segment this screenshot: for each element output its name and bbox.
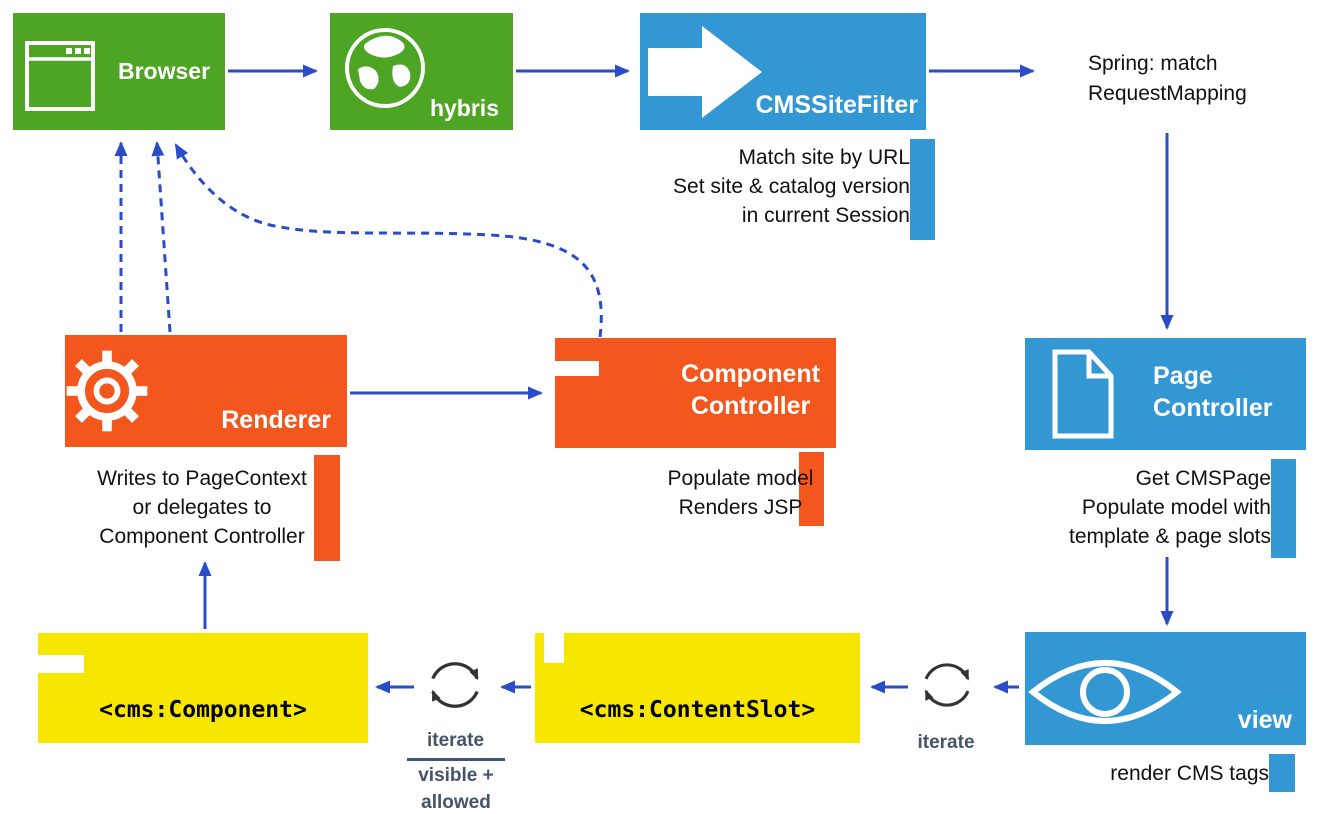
- page-controller-node: Page Controller: [1025, 338, 1306, 450]
- view-note: render CMS tags: [1110, 762, 1269, 785]
- component-controller-notch: [555, 361, 599, 376]
- browser-window-icon: [17, 21, 105, 121]
- iterate-right-label: iterate: [917, 732, 975, 753]
- cms-site-filter-label: CMSSiteFilter: [755, 91, 918, 119]
- site-filter-accent-bar: [910, 139, 935, 240]
- renderer-label: Renderer: [221, 406, 331, 434]
- gear-icon: [59, 343, 155, 439]
- component-controller-label: Component Controller: [681, 360, 820, 420]
- globe-icon: [338, 21, 434, 117]
- renderer-node: Renderer: [65, 335, 347, 447]
- view-accent-bar: [1269, 754, 1295, 792]
- eye-icon: [1027, 642, 1187, 742]
- page-controller-label: Page Controller: [1153, 362, 1273, 422]
- component-controller-note: Populate model Renders JSP: [667, 467, 814, 519]
- iterate-condition-1: visible +: [418, 765, 494, 786]
- view-node: view: [1025, 632, 1306, 745]
- iterate-left-label: iterate: [426, 730, 485, 751]
- spring-note: Spring: match RequestMapping: [1088, 52, 1247, 105]
- view-label: view: [1237, 706, 1292, 734]
- forward-arrow-icon: [648, 22, 768, 122]
- cms-component-label: <cms:Component>: [99, 697, 307, 723]
- cms-content-slot-notch: [544, 633, 564, 663]
- cms-site-filter-node: CMSSiteFilter: [640, 13, 926, 130]
- iterate-condition-divider: [407, 758, 505, 761]
- renderer-accent-bar: [314, 455, 340, 561]
- page-controller-note: Get CMSPage Populate model with template…: [1069, 467, 1271, 548]
- dashed-arrow-componentcontroller-to-browser: [174, 143, 603, 338]
- page-controller-accent-bar: [1271, 459, 1296, 558]
- renderer-note: Writes to PageContext or delegates to Co…: [97, 467, 307, 548]
- hybris-node: hybris: [330, 13, 513, 130]
- browser-node: Browser: [13, 13, 225, 130]
- component-controller-accent-bar: [799, 452, 824, 526]
- iterate-icon: [912, 650, 982, 720]
- document-icon: [1041, 348, 1121, 440]
- iterate-condition-2: allowed: [421, 792, 491, 813]
- site-filter-note: Match site by URL Set site & catalog ver…: [673, 146, 910, 227]
- cms-content-slot-node: <cms:ContentSlot>: [535, 633, 860, 743]
- browser-label: Browser: [118, 58, 211, 84]
- cms-component-notch: [38, 655, 84, 673]
- dashed-arrow-renderer-to-browser-2: [151, 141, 172, 333]
- iterate-icon: [418, 648, 492, 722]
- cms-component-node: <cms:Component>: [38, 633, 368, 743]
- cms-content-slot-label: <cms:ContentSlot>: [579, 697, 816, 723]
- hybris-label: hybris: [429, 95, 499, 121]
- component-controller-node: Component Controller: [555, 338, 836, 448]
